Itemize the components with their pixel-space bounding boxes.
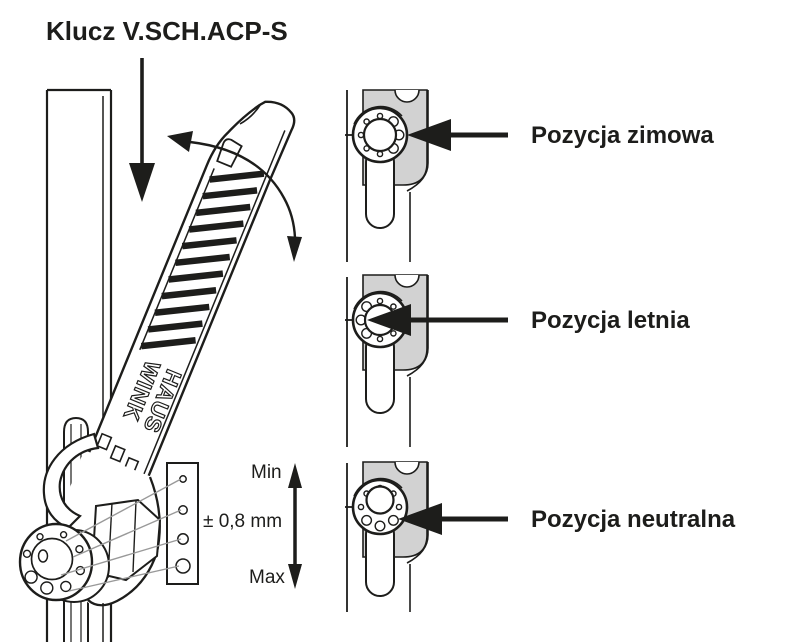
connector-lines [60, 478, 182, 592]
position-detail-summer: Pozycja letnia [345, 274, 690, 447]
cam-center-hole [37, 549, 49, 563]
page-title: Klucz V.SCH.ACP-S [46, 16, 288, 46]
key-panel-line [139, 168, 215, 351]
min-label: Min [251, 462, 282, 483]
pointer-arrow-neutral [398, 503, 508, 535]
key-body [86, 100, 296, 481]
max-label: Max [249, 567, 285, 588]
rotation-arrow-icon [167, 131, 302, 262]
winter-label: Pozycja zimowa [531, 122, 714, 149]
cam-pin [362, 117, 398, 153]
key-top-tab [216, 138, 243, 168]
position-detail-neutral: Pozycja neutralna [345, 461, 736, 612]
key-edge-line [143, 130, 286, 475]
key-holes [96, 432, 140, 475]
key-head-cam [18, 432, 162, 607]
key-grip-hatching [140, 170, 265, 350]
neutral-label: Pozycja neutralna [531, 506, 736, 533]
cam-pin [365, 485, 395, 515]
position-detail-winter: Pozycja zimowa [345, 89, 714, 262]
plate-notch [394, 461, 420, 475]
plate-notch [394, 89, 420, 103]
summer-label: Pozycja letnia [531, 307, 690, 334]
min-max-scale: Min ± 0,8 mm Max [166, 462, 302, 589]
cam-face-ring [30, 537, 74, 581]
adjustment-key: WINK HAUS [86, 100, 296, 481]
key-beak-line [239, 103, 263, 125]
plate-notch [394, 274, 420, 288]
down-arrow-icon [129, 58, 155, 202]
cam-dots [357, 484, 403, 532]
head-outline [87, 476, 161, 607]
range-label: ± 0,8 mm [203, 511, 282, 532]
pointer-arrow-summer [367, 304, 508, 336]
pointer-arrow-winter [407, 119, 508, 151]
min-max-arrow-icon [288, 463, 302, 589]
